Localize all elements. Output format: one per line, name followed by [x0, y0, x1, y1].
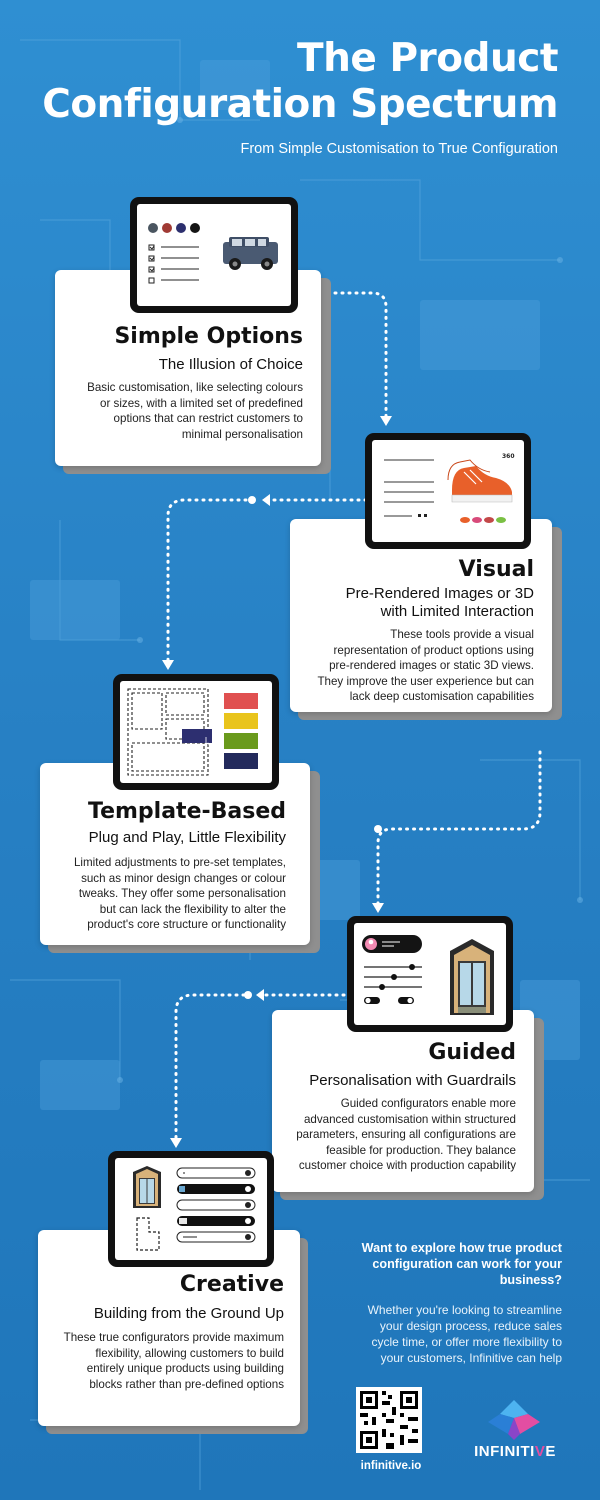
cabin-icon	[133, 1166, 161, 1208]
tablet-visual: 360	[365, 433, 531, 549]
slider-handle	[379, 984, 385, 990]
badge-360: 360	[502, 453, 515, 460]
cabin-icon	[450, 939, 494, 1015]
swatch	[224, 733, 258, 749]
qr-code-icon[interactable]	[356, 1387, 422, 1453]
slider-handle	[409, 964, 415, 970]
step-card-guided: Guided Personalisation with Guardrails G…	[272, 1010, 534, 1192]
floor-plan	[136, 1217, 160, 1251]
drag-block	[182, 729, 212, 743]
step-card-template-based: Template-Based Plug and Play, Little Fle…	[40, 763, 310, 945]
step-title: Visual	[458, 557, 534, 582]
step-subtitle: The Illusion of Choice	[158, 356, 303, 373]
swatch	[176, 223, 186, 233]
title-line-2: Configuration Spectrum	[42, 82, 558, 127]
checkbox-list	[148, 244, 199, 284]
swatch	[224, 713, 258, 729]
page-subtitle: From Simple Customisation to True Config…	[240, 141, 558, 157]
website-link[interactable]: infinitive.io	[360, 1460, 422, 1472]
swatch	[190, 223, 200, 233]
step-subtitle: Plug and Play, Little Flexibility	[88, 829, 286, 846]
option-bars	[176, 1167, 256, 1243]
creative-illustration	[133, 1166, 256, 1251]
step-title: Template-Based	[87, 799, 286, 824]
step-desc: These true configurators provide maximum…	[63, 1331, 284, 1391]
visual-illustration: 360	[384, 453, 515, 523]
tablet-template-based	[113, 674, 279, 790]
connector-1	[333, 291, 388, 420]
infinitive-logo-icon	[488, 1400, 540, 1440]
chat-bubble	[362, 935, 422, 953]
swatch	[148, 223, 158, 233]
jeep-icon	[223, 237, 278, 270]
swatch	[162, 223, 172, 233]
template-swatches	[224, 693, 258, 769]
connector-3	[376, 750, 542, 907]
page-title: The Product Configuration Spectrum	[38, 36, 558, 128]
step-desc: Limited adjustments to pre-set templates…	[73, 856, 286, 931]
template-illustration	[127, 688, 258, 776]
step-subtitle: Building from the Ground Up	[93, 1305, 284, 1322]
title-line-1: The Product	[297, 36, 558, 81]
connector-4b	[174, 993, 246, 1142]
brand-name: INFINITIVE	[474, 1443, 556, 1460]
color-swatches	[148, 223, 200, 233]
tablet-simple-options	[130, 197, 298, 313]
tablet-creative	[108, 1151, 274, 1267]
step-subtitle: Personalisation with Guardrails	[309, 1072, 516, 1089]
simple-options-illustration	[148, 223, 278, 284]
step-title: Guided	[428, 1040, 516, 1065]
slider-handle	[391, 974, 397, 980]
step-desc: Basic customisation, like selecting colo…	[87, 381, 303, 441]
tablet-guided	[347, 916, 513, 1032]
swatch	[224, 753, 258, 769]
step-title: Creative	[179, 1272, 284, 1297]
text-lines	[384, 459, 434, 517]
shoe-variants	[460, 517, 506, 523]
guided-illustration	[362, 935, 494, 1015]
swatch	[224, 693, 258, 709]
sneaker-icon	[447, 459, 513, 503]
step-title: Simple Options	[114, 324, 303, 349]
